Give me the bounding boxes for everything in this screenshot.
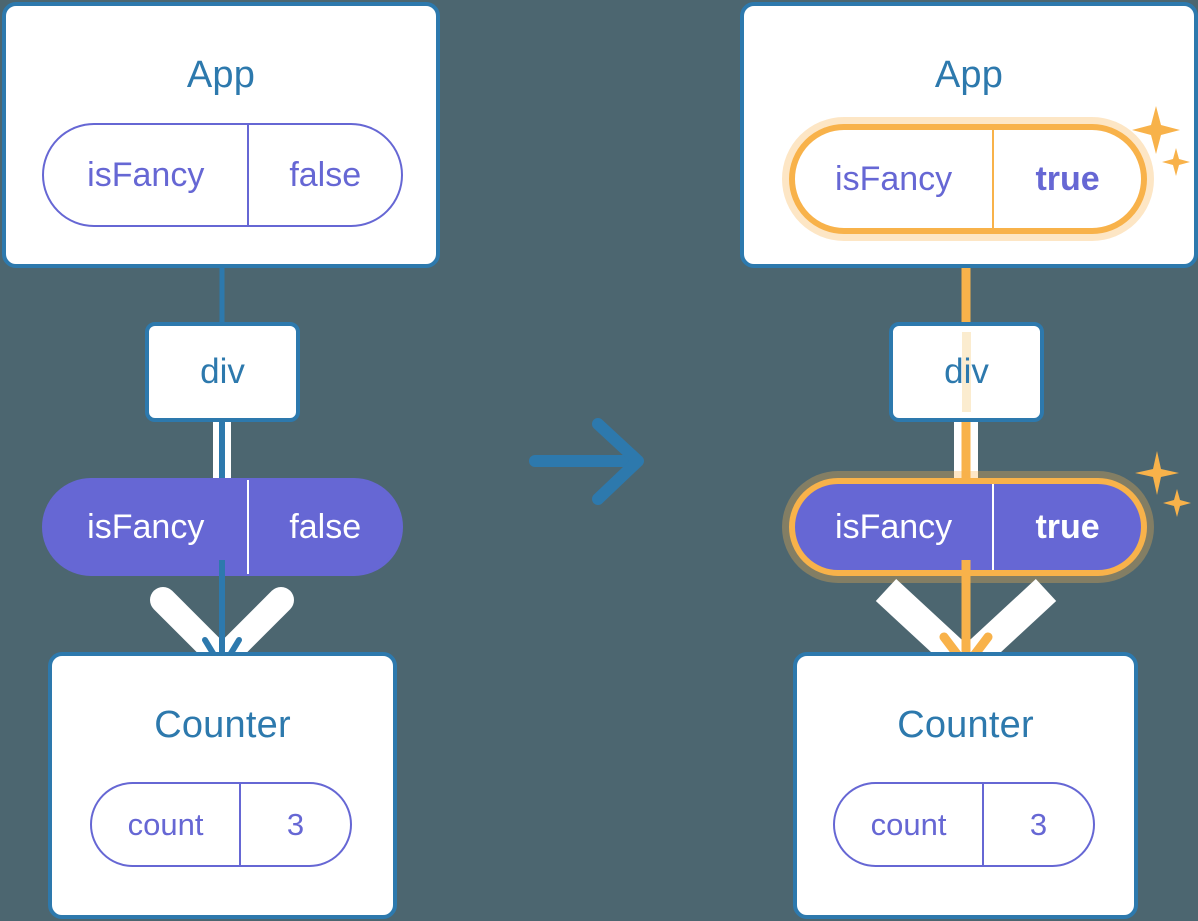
count-pill-value: 3 [982,784,1093,865]
state-pill-key: isFancy [835,159,953,198]
dom-node-div-before: div [145,322,300,422]
card-title-app-after: App [934,54,1004,96]
count-pill-key: count [127,806,204,842]
state-pill-isfancy-before: isFancy false [42,123,403,227]
dom-node-div-label-before: div [200,352,245,391]
state-pill-key: isFancy [87,155,205,194]
state-pill-value: true [992,130,1141,228]
state-pill-isfancy-after: isFancy true [789,124,1147,234]
dom-node-div-label-after: div [944,352,989,391]
count-pill-key: count [870,806,947,842]
dom-node-div-passthrough-after [962,332,971,412]
prop-pill-value: false [247,480,401,574]
prop-pill-key: isFancy [835,507,953,546]
card-title-app-before: App [186,54,256,96]
state-pill-count-before: count 3 [90,782,352,867]
prop-pill-value: true [992,484,1141,570]
state-pill-count-after: count 3 [833,782,1095,867]
prop-pill-isfancy-after: isFancy true [789,478,1147,576]
dom-node-div-after: div [889,322,1044,422]
prop-pill-isfancy-before: isFancy false [42,478,403,576]
card-title-counter-after: Counter [897,704,1034,746]
card-title-counter-before: Counter [154,704,291,746]
prop-pill-key: isFancy [87,507,205,546]
count-pill-value: 3 [239,784,350,865]
state-pill-value: false [247,125,401,225]
arrow-right-icon [529,418,644,505]
